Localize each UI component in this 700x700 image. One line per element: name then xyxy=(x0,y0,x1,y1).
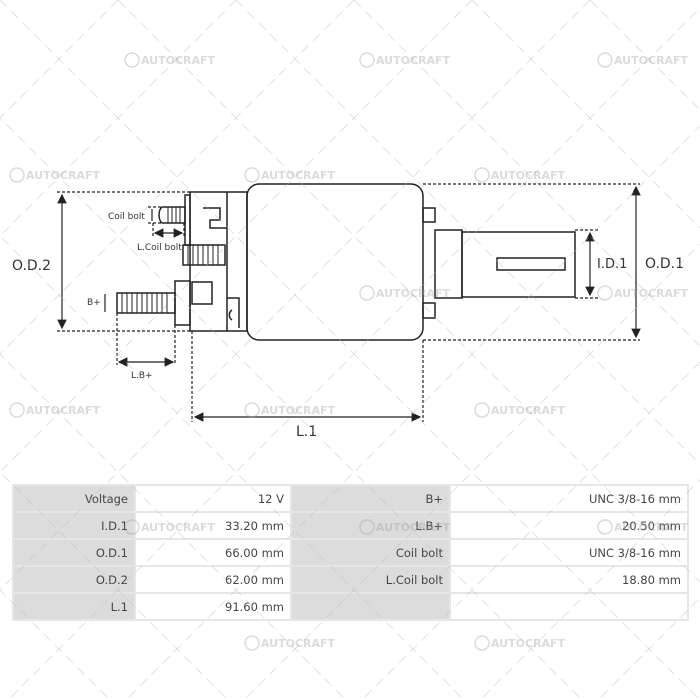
spec-key: Voltage xyxy=(14,486,134,511)
solenoid-body xyxy=(246,183,424,341)
spec-key: B+ xyxy=(292,486,449,511)
coil-bolt xyxy=(158,206,219,265)
od2-label: O.D.2 xyxy=(12,258,51,274)
spec-key: L.1 xyxy=(14,594,134,619)
spec-key: L.Coil bolt xyxy=(292,567,449,592)
b-plus-terminal xyxy=(116,280,191,326)
spec-value: 12 V xyxy=(136,486,290,511)
spec-value xyxy=(451,594,687,619)
spec-value: 62.00 mm xyxy=(136,567,290,592)
l-coil-bolt-label: L.Coil bolt xyxy=(137,243,182,253)
spec-key xyxy=(292,594,449,619)
spec-value: UNC 3/8-16 mm xyxy=(451,540,687,565)
l-b-plus-label: L.B+ xyxy=(131,371,153,381)
spec-value: 18.80 mm xyxy=(451,567,687,592)
spec-value: UNC 3/8-16 mm xyxy=(451,486,687,511)
spec-key: Coil bolt xyxy=(292,540,449,565)
spec-value: 66.00 mm xyxy=(136,540,290,565)
spec-key: I.D.1 xyxy=(14,513,134,538)
spec-value: 20.50 mm xyxy=(451,513,687,538)
coil-bolt-label: Coil bolt xyxy=(108,212,145,222)
spec-key: O.D.1 xyxy=(14,540,134,565)
plunger xyxy=(422,207,576,319)
id1-label: I.D.1 xyxy=(597,257,627,272)
spec-value: 91.60 mm xyxy=(136,594,290,619)
spec-key: L.B+ xyxy=(292,513,449,538)
l1-label: L.1 xyxy=(296,424,317,440)
b-plus-label: B+ xyxy=(87,298,101,308)
spec-value: 33.20 mm xyxy=(136,513,290,538)
od1-label: O.D.1 xyxy=(645,256,684,272)
spec-key: O.D.2 xyxy=(14,567,134,592)
